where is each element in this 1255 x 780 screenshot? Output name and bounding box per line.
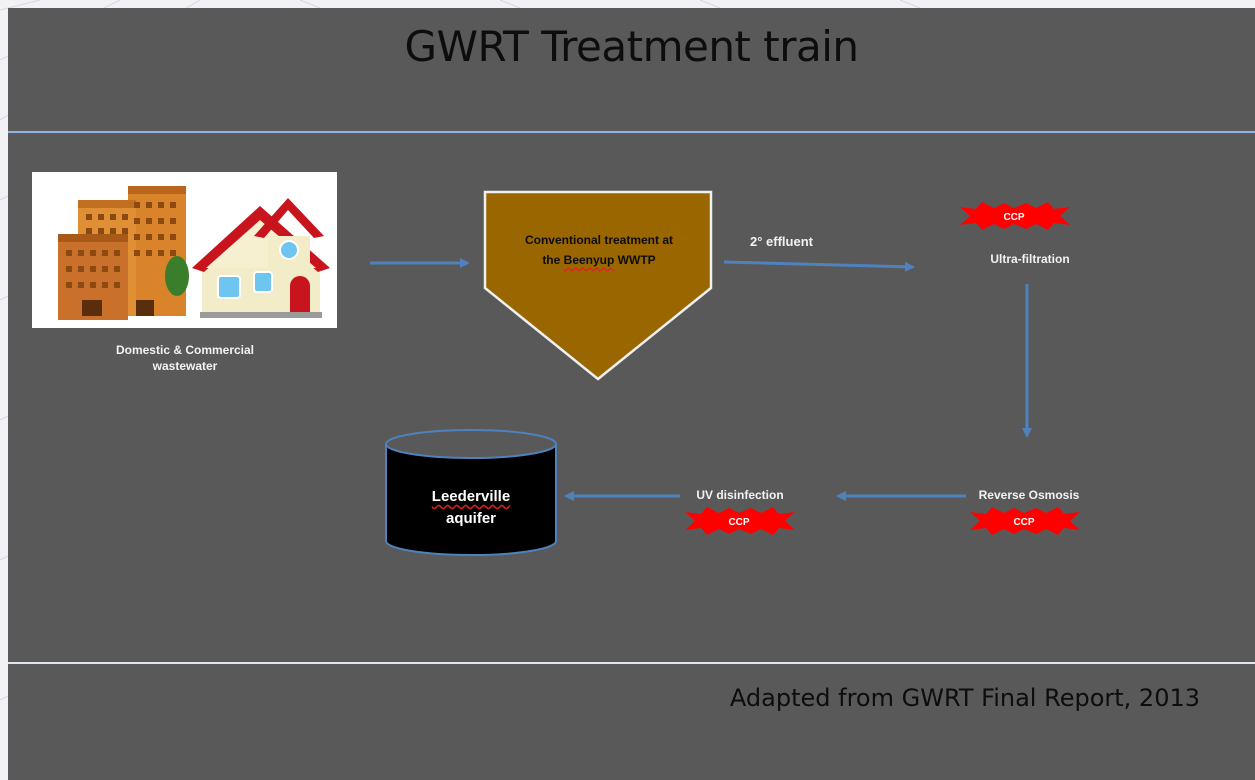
slide: GWRT Treatment train CCP <box>8 8 1255 780</box>
ccp-label: CCP <box>1003 212 1024 223</box>
conventional-treatment-shape <box>483 190 713 381</box>
ccp-label: CCP <box>728 517 749 528</box>
ccp-badge-uv: CCP <box>685 507 795 535</box>
source-label: Domestic & Commercial wastewater <box>42 342 328 374</box>
aquifer-cylinder <box>385 429 557 556</box>
ultrafiltration-label: Ultra-filtration <box>990 252 1070 266</box>
aquifer-label: Leederville aquifer <box>386 486 556 530</box>
aquifer-label-line1: Leederville <box>431 488 511 505</box>
uv-disinfection-label: UV disinfection <box>696 488 784 502</box>
bottom-divider <box>8 662 1255 664</box>
buildings-house-image <box>32 172 337 328</box>
source-label-line1: Domestic & Commercial <box>115 343 255 357</box>
ccp-badge-ro: CCP <box>970 507 1080 535</box>
conventional-label-line2: the Beenyup WWTP <box>542 253 656 267</box>
effluent-label: 2° effluent <box>750 234 813 249</box>
arrow-conventional-to-ultrafiltration <box>723 260 915 272</box>
ccp-badge-ultrafiltration: CCP <box>960 202 1070 230</box>
house-icon <box>192 198 330 318</box>
conventional-treatment-label: Conventional treatment at the Beenyup WW… <box>486 230 712 270</box>
conventional-label-line1: Conventional treatment at <box>524 233 674 247</box>
footer-source-note: Adapted from GWRT Final Report, 2013 <box>729 684 1200 712</box>
top-divider <box>8 131 1255 133</box>
flow-diagram: CCP CCP CCP <box>370 190 1080 556</box>
diagram-title: GWRT Treatment train <box>404 22 859 71</box>
ccp-label: CCP <box>1013 517 1034 528</box>
buildings-icon <box>58 186 189 320</box>
aquifer-label-line2: aquifer <box>445 510 496 527</box>
source-label-line2: wastewater <box>152 359 218 373</box>
reverse-osmosis-label: Reverse Osmosis <box>978 488 1080 502</box>
